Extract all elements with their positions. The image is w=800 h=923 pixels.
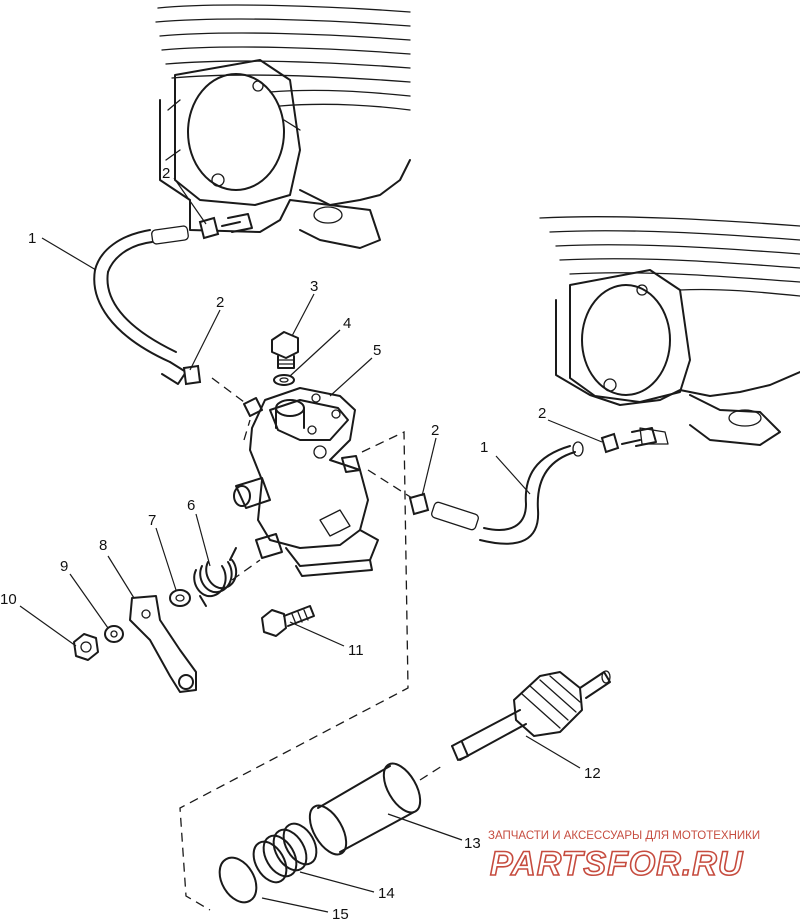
callout-6: 6 <box>187 497 195 514</box>
callout-12: 12 <box>584 765 601 782</box>
right-engine-cylinder <box>539 216 800 446</box>
return-spring <box>193 547 238 607</box>
callout-9: 9 <box>60 558 68 575</box>
hose-clamp-right-upper <box>600 427 657 454</box>
drive-shaft-gear <box>451 670 611 761</box>
callout-11: 11 <box>348 642 364 659</box>
pump-bleed-screw <box>271 331 299 369</box>
callout-4: 4 <box>343 315 351 332</box>
snap-ring <box>218 856 258 904</box>
callout-numbers: 1 2 2 3 4 5 2 1 2 6 7 8 9 10 11 12 13 14… <box>0 165 601 923</box>
oil-line-right <box>431 441 584 545</box>
callout-8: 8 <box>99 537 107 554</box>
flat-washer <box>169 589 191 607</box>
callout-2-right-mid: 2 <box>431 422 439 439</box>
callout-13: 13 <box>464 835 481 852</box>
callout-5: 5 <box>373 342 381 359</box>
callout-3: 3 <box>310 278 318 295</box>
hose-clamp-right-mid <box>408 492 430 516</box>
watermark-logo: PARTSFOR.RU <box>490 845 744 883</box>
callout-1-left: 1 <box>28 230 36 247</box>
callout-14: 14 <box>378 885 395 902</box>
oil-line-left <box>93 225 189 385</box>
watermark: ЗАПЧАСТИ И АКСЕССУАРЫ ДЛЯ МОТОТЕХНИКИ PA… <box>488 830 760 884</box>
pump-sealing-washer <box>273 374 295 386</box>
hose-clamp-upper-left <box>198 213 253 240</box>
callout-2-right-upper: 2 <box>538 405 546 422</box>
callout-10: 10 <box>0 591 17 608</box>
callout-15: 15 <box>332 906 349 923</box>
assembly-axis-lines <box>211 377 443 781</box>
left-engine-cylinder <box>155 4 411 249</box>
lock-washer <box>104 625 124 643</box>
hose-clamp-lower-left <box>182 364 202 386</box>
leader-lines <box>19 177 603 913</box>
callout-1-right: 1 <box>480 439 488 456</box>
callout-2-upper: 2 <box>162 165 170 182</box>
exploded-view-frame <box>179 430 409 911</box>
coil-spring <box>252 822 318 884</box>
callout-2-left-lower: 2 <box>216 294 224 311</box>
callout-7: 7 <box>148 512 156 529</box>
oil-pump-body <box>233 387 379 577</box>
throttle-lever <box>129 595 197 693</box>
pump-sleeve <box>308 762 422 856</box>
mounting-bolt <box>261 605 315 637</box>
hex-nut <box>73 633 99 661</box>
watermark-tagline: ЗАПЧАСТИ И АКСЕССУАРЫ ДЛЯ МОТОТЕХНИКИ <box>488 830 760 842</box>
